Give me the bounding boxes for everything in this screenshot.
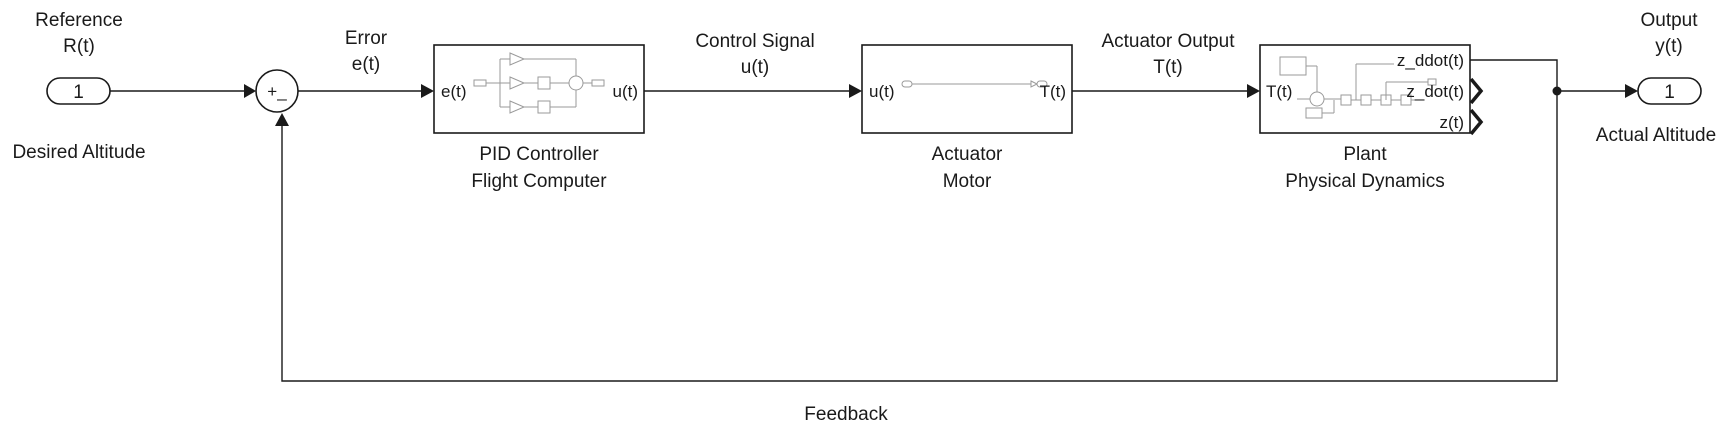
feedback-label: Feedback	[804, 404, 888, 425]
pid-port-in: e(t)	[441, 82, 467, 101]
plant-name-line1: Plant	[1343, 144, 1387, 165]
plant-port-out1: z_ddot(t)	[1397, 51, 1464, 70]
actuator-name-line2: Motor	[943, 171, 992, 192]
plant-name-line2: Physical Dynamics	[1285, 171, 1444, 192]
output-outport-number: 1	[1664, 82, 1675, 103]
wire-reference-arrowhead	[244, 84, 256, 98]
desired-altitude-caption: Desired Altitude	[12, 142, 145, 163]
error-label-line2: e(t)	[352, 54, 381, 75]
output-label-line1: Output	[1640, 10, 1698, 31]
plant-port-out3: z(t)	[1439, 113, 1464, 132]
control-signal-label-line1: Control Signal	[695, 31, 814, 52]
actuator-block[interactable]: u(t) T(t)	[861, 44, 1073, 134]
pid-internal-schematic-icon	[473, 52, 605, 114]
pid-name-line2: Flight Computer	[471, 171, 607, 192]
control-signal-label-line2: u(t)	[741, 57, 770, 78]
wire-control-arrowhead	[849, 84, 862, 98]
actual-altitude-caption: Actual Altitude	[1596, 125, 1716, 146]
actuator-port-out: T(t)	[1040, 82, 1066, 101]
reference-label-line2: R(t)	[63, 36, 95, 57]
wire-plant-out-drop	[1470, 59, 1558, 91]
pid-port-out: u(t)	[613, 82, 639, 101]
reference-inport-number: 1	[73, 82, 84, 103]
sum-block[interactable]: +_	[255, 69, 299, 113]
unconnected-port-z-chevron-icon	[1469, 108, 1484, 136]
error-label-line1: Error	[345, 28, 388, 49]
wire-feedback-arrowhead	[275, 113, 289, 126]
plant-port-in: T(t)	[1266, 82, 1292, 101]
output-label-line2: y(t)	[1655, 36, 1682, 57]
actuator-output-label-line1: Actuator Output	[1101, 31, 1235, 52]
actuator-name-line1: Actuator	[932, 144, 1003, 165]
reference-label-line1: Reference	[35, 10, 123, 31]
wire-actuator-output-arrowhead	[1247, 84, 1260, 98]
unconnected-port-z-dot-chevron-icon	[1469, 77, 1484, 105]
reference-inport[interactable]: 1	[46, 77, 111, 105]
pid-name-line1: PID Controller	[479, 144, 599, 165]
wire-feedback-path	[281, 91, 1558, 382]
actuator-port-in: u(t)	[869, 82, 895, 101]
output-outport[interactable]: 1	[1637, 77, 1702, 105]
actuator-output-label-line2: T(t)	[1153, 57, 1183, 78]
sum-signs: +_	[267, 82, 287, 101]
wire-output-arrowhead	[1625, 84, 1638, 98]
plant-internal-schematic-icon	[1279, 56, 1437, 119]
pid-controller-block[interactable]: e(t) u(t)	[433, 44, 645, 134]
actuator-internal-passthrough-icon	[901, 80, 1048, 88]
wire-error-arrowhead	[421, 84, 434, 98]
plant-port-out2: z_dot(t)	[1406, 82, 1464, 101]
plant-block[interactable]: T(t) z_ddot(t) z_dot(t) z(t)	[1259, 44, 1471, 134]
